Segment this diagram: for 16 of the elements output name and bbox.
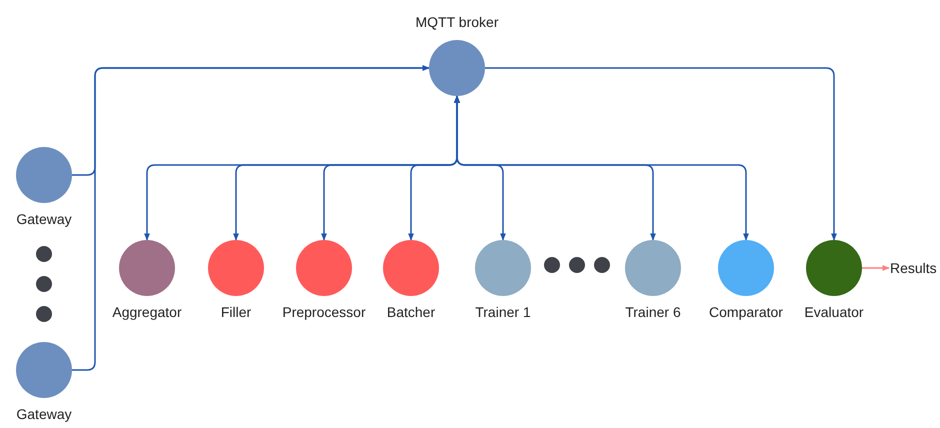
node-label: Trainer 1 (475, 304, 531, 320)
arrow (485, 67, 837, 241)
arrow (454, 95, 749, 241)
output-label: Results (890, 259, 937, 277)
node-label: Filler (220, 304, 252, 320)
node-label: Gateway (16, 211, 72, 227)
node-label: Trainer 6 (625, 304, 681, 320)
node-label: Batcher (386, 304, 436, 320)
node-label: Comparator (709, 304, 783, 320)
node-label: Aggregator (112, 304, 182, 320)
node-label: Evaluator (804, 304, 864, 320)
node-label: Gateway (16, 406, 72, 422)
arrow (862, 265, 890, 271)
arrow (72, 65, 430, 371)
node-label: Preprocessor (282, 304, 366, 320)
node-label: MQTT broker (416, 14, 498, 30)
